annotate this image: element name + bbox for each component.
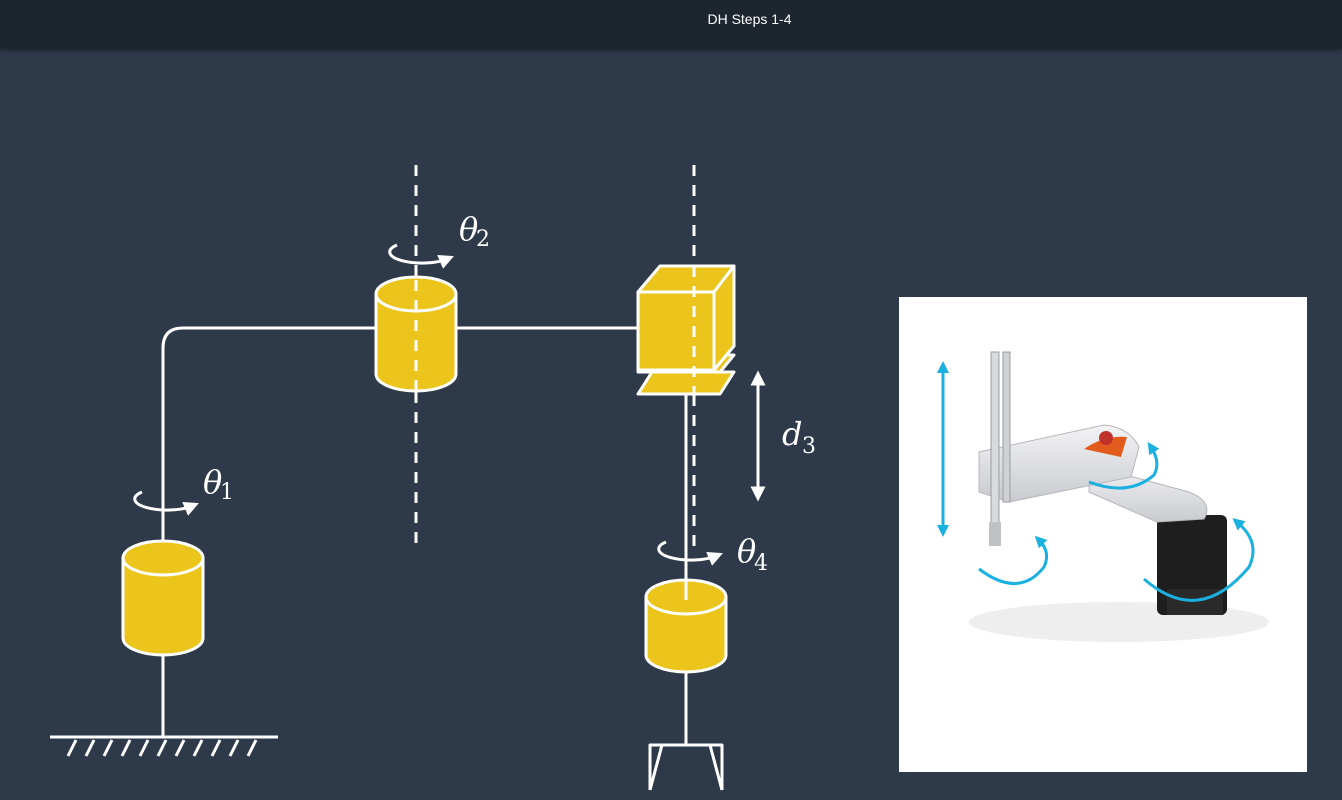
theta1-rotation-icon xyxy=(133,490,199,516)
theta2-subscript: 2 xyxy=(476,227,490,252)
theta4-subscript: 4 xyxy=(754,551,768,576)
theta2-rotation-icon xyxy=(388,243,454,269)
diagram-stage: θ 1 θ 2 d 3 θ 4 xyxy=(0,49,1342,800)
joint-2-revolute xyxy=(374,275,458,393)
scara-robot-photo xyxy=(899,297,1307,772)
theta4-rotation-icon xyxy=(657,540,723,566)
theta4-label: θ xyxy=(737,532,756,570)
scara-kinematic-diagram: θ 1 θ 2 d 3 θ 4 xyxy=(50,165,816,791)
theta2-label: θ xyxy=(459,210,478,248)
links xyxy=(161,326,688,745)
theta1-subscript: 1 xyxy=(220,480,234,505)
top-bar: DH Steps 1-4 xyxy=(0,0,1342,49)
ground-symbol xyxy=(50,735,278,757)
theta1-label: θ xyxy=(203,463,222,501)
joint-axes xyxy=(414,165,696,552)
page-title: DH Steps 1-4 xyxy=(707,11,792,27)
d3-subscript: 3 xyxy=(802,434,816,459)
joint-1-revolute xyxy=(121,539,205,657)
joint-4-revolute xyxy=(644,578,728,674)
gripper xyxy=(648,743,724,791)
robot-illustration xyxy=(937,351,1269,642)
joint-3-prismatic xyxy=(636,264,736,396)
d3-label: d xyxy=(782,415,802,453)
